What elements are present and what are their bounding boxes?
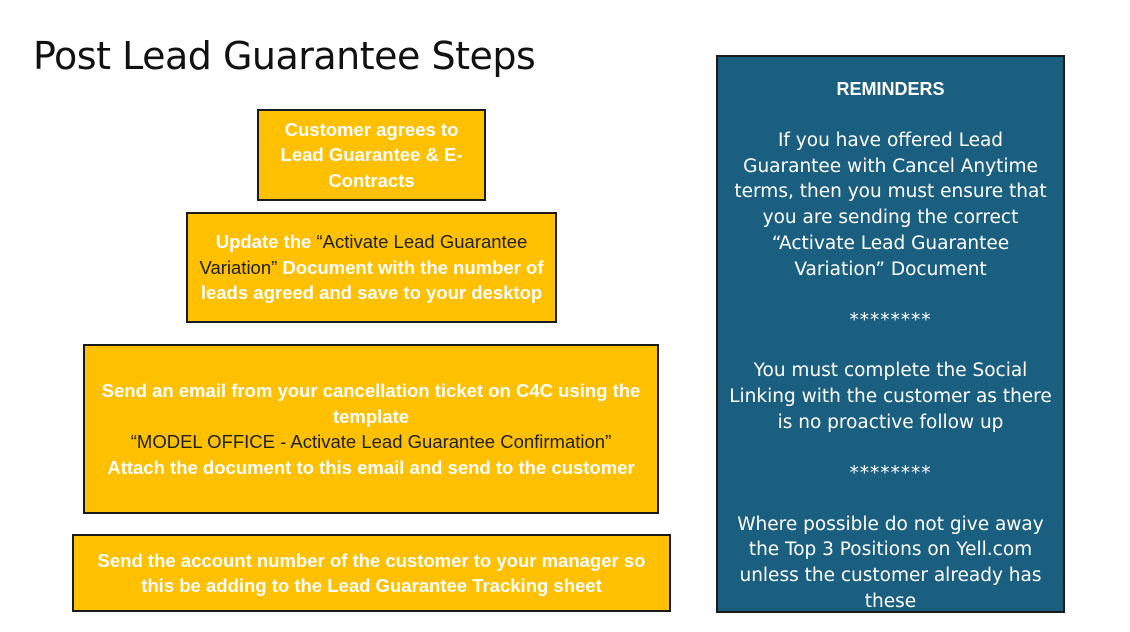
step-4-text: Send the account number of the customer …: [97, 549, 646, 597]
reminder-item-2: You must complete the Social Linking wit…: [729, 360, 1052, 433]
step-2-document-name: “Activate Lead Guarantee Variation”: [199, 231, 528, 278]
reminder-item-3: Where possible do not give away the Top …: [737, 513, 1044, 612]
step-1-box: Customer agrees to Lead Guarantee & E-Co…: [257, 109, 486, 201]
step-3-template-name: “MODEL OFFICE - Activate Lead Guarantee …: [130, 431, 612, 452]
reminders-heading: REMINDERS: [836, 79, 945, 99]
step-2-text: Update the “Activate Lead Guarantee Vari…: [196, 229, 547, 306]
step-2-part-1: Update the: [215, 231, 317, 253]
step-3-line-3: Attach the document to this email and se…: [107, 456, 635, 478]
step-2-part-3: Document with the number of leads agreed…: [200, 256, 544, 304]
step-3-line-1: Send an email from your cancellation tic…: [101, 380, 641, 427]
reminder-separator-1: ********: [849, 309, 932, 331]
step-2-box: Update the “Activate Lead Guarantee Vari…: [186, 212, 557, 323]
step-3-box: Send an email from your cancellation tic…: [83, 344, 659, 514]
step-4-box: Send the account number of the customer …: [72, 534, 671, 612]
step-1-text: Customer agrees to Lead Guarantee & E-Co…: [280, 118, 463, 191]
reminder-item-1: If you have offered Lead Guarantee with …: [734, 129, 1047, 280]
page-title: Post Lead Guarantee Steps: [33, 34, 536, 78]
reminder-separator-2: ********: [849, 462, 932, 484]
reminders-panel: REMINDERS If you have offered Lead Guara…: [716, 55, 1065, 613]
